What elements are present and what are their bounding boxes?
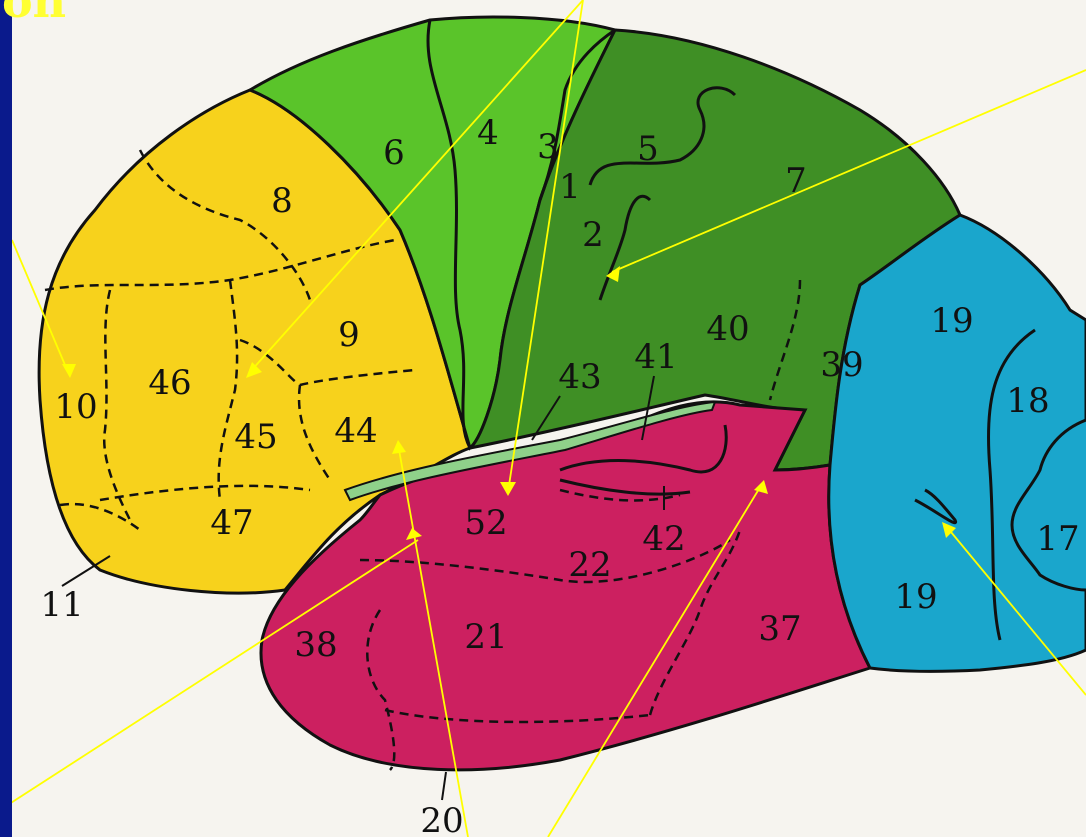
- area-17-label: 17: [1036, 519, 1079, 559]
- sylvian-fissure: [343, 400, 717, 502]
- area-52-label: 52: [464, 503, 507, 543]
- area-39-label: 39: [820, 345, 863, 385]
- area-38-label: 38: [294, 625, 337, 665]
- area-21-label: 21: [464, 617, 507, 657]
- area-3-label: 3: [537, 127, 559, 167]
- area-8-label: 8: [271, 181, 293, 221]
- area-17-lobe: [1010, 418, 1086, 592]
- area-10-label: 10: [54, 387, 97, 427]
- area-2-label: 2: [582, 215, 604, 255]
- area-4-label: 4: [477, 113, 499, 153]
- area-6-label: 6: [383, 133, 405, 173]
- area-18-label: 18: [1006, 381, 1049, 421]
- area-43-leader: [531, 395, 561, 441]
- area-20-label: 20: [420, 801, 463, 837]
- area-45-label: 45: [234, 417, 277, 457]
- area-43-label: 43: [558, 357, 601, 397]
- area-11-leader: [61, 555, 111, 587]
- area-5-label: 5: [637, 129, 659, 169]
- area-19-lower-label: 19: [894, 577, 937, 617]
- area-11-label: 11: [40, 585, 83, 625]
- area-7-label: 7: [785, 161, 807, 201]
- area-1-label: 1: [559, 167, 581, 207]
- area-9-label: 9: [338, 315, 360, 355]
- frame-strip: [0, 0, 12, 837]
- area-20-leader: [441, 771, 447, 801]
- area-40-label: 40: [706, 309, 749, 349]
- area-47-label: 47: [210, 503, 253, 543]
- area-44-label: 44: [334, 411, 377, 451]
- area-41-leader: [641, 375, 655, 441]
- pointer-arrowheads: [62, 266, 956, 540]
- sulci: [426, 19, 1036, 641]
- area-37-label: 37: [758, 609, 801, 649]
- area-22-label: 22: [568, 545, 611, 585]
- area-19-upper-label: 19: [930, 301, 973, 341]
- area-46-label: 46: [148, 363, 191, 403]
- area-41-label: 41: [634, 337, 677, 377]
- occipital-region: [827, 213, 1086, 673]
- slide-title-fragment: on: [2, 0, 67, 28]
- area-42-label: 42: [642, 519, 685, 559]
- area-borders: [44, 149, 802, 771]
